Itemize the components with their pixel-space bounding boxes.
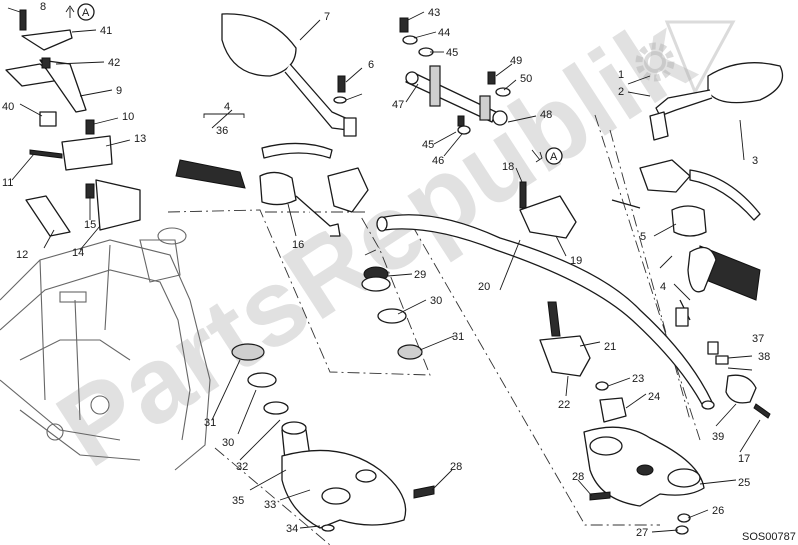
hardware-stack [333,17,511,135]
riser-clamp [519,181,577,239]
gear-logo-icon [635,20,736,96]
callout-9: 9 [116,85,122,97]
left-controls [175,142,369,237]
bar-end [707,341,771,419]
callout-27: 27 [636,527,648,539]
right-controls [611,111,761,327]
callout-10: 10 [122,111,134,123]
callout-24: 24 [648,391,660,403]
callout-21: 21 [604,341,616,353]
mirror-right [655,62,784,117]
callout-25: 25 [738,477,750,489]
callout-35: 35 [232,495,244,507]
callout-30: 30 [222,437,234,449]
callout-19: 19 [570,255,582,267]
callout-20: 20 [478,281,490,293]
callout-15: 15 [84,219,96,231]
ref-marker-label: A [82,7,90,19]
left-side-parts [5,9,141,237]
callout-37: 37 [752,333,764,345]
callout-3: 3 [752,155,758,167]
mirror-left [221,13,357,137]
callout-40: 40 [2,101,14,113]
callout-42: 42 [108,57,120,69]
callout-43: 43 [428,7,440,19]
callout-30: 30 [430,295,442,307]
callout-50: 50 [520,73,532,85]
callout-36: 36 [216,125,228,137]
bearings [231,266,423,415]
callout-49: 49 [510,55,522,67]
callout-labels: 1 2 3 4 4 5 6 7 8 9 10 11 12 13 14 15 16… [2,1,770,539]
callout-17: 17 [738,453,750,465]
callout-34: 34 [286,523,298,535]
callout-13: 13 [134,133,146,145]
callout-12: 12 [16,249,28,261]
callout-7: 7 [324,11,330,23]
leader-lines [7,7,761,533]
ref-marker-label: A [550,151,558,163]
callout-6: 6 [368,59,374,71]
callout-46: 46 [432,155,444,167]
frame [0,227,211,471]
ref-marker-left: A [65,3,95,21]
callout-1: 1 [618,69,624,81]
callout-14: 14 [72,247,84,259]
callout-33: 33 [264,499,276,511]
callout-38: 38 [758,351,770,363]
steering-damper [405,65,508,126]
callout-16: 16 [292,239,304,251]
callout-31: 31 [452,331,464,343]
callout-32: 32 [236,461,248,473]
callout-48: 48 [540,109,552,121]
callout-22: 22 [558,399,570,411]
callout-2: 2 [618,86,624,98]
callout-47: 47 [392,99,404,111]
callout-44: 44 [438,27,450,39]
callout-39: 39 [712,431,724,443]
callout-28: 28 [572,471,584,483]
callout-4: 4 [224,101,230,113]
lower-yoke [281,421,435,532]
callout-41: 41 [100,25,112,37]
callout-26: 26 [712,505,724,517]
callout-5: 5 [640,231,646,243]
callout-29: 29 [414,269,426,281]
callout-31: 31 [204,417,216,429]
handlebar [376,214,715,410]
callout-8: 8 [40,1,46,13]
callout-4: 4 [660,281,666,293]
ref-marker-right: A [531,147,563,165]
callout-45: 45 [422,139,434,151]
callout-28: 28 [450,461,462,473]
assembly-boundaries [167,114,701,545]
top-yoke [583,426,705,535]
callout-45: 45 [446,47,458,59]
callout-11: 11 [2,177,13,189]
lower-riser [539,301,627,423]
drawing-code: SOS00787 [742,531,796,543]
callout-23: 23 [632,373,644,385]
callout-18: 18 [502,161,514,173]
